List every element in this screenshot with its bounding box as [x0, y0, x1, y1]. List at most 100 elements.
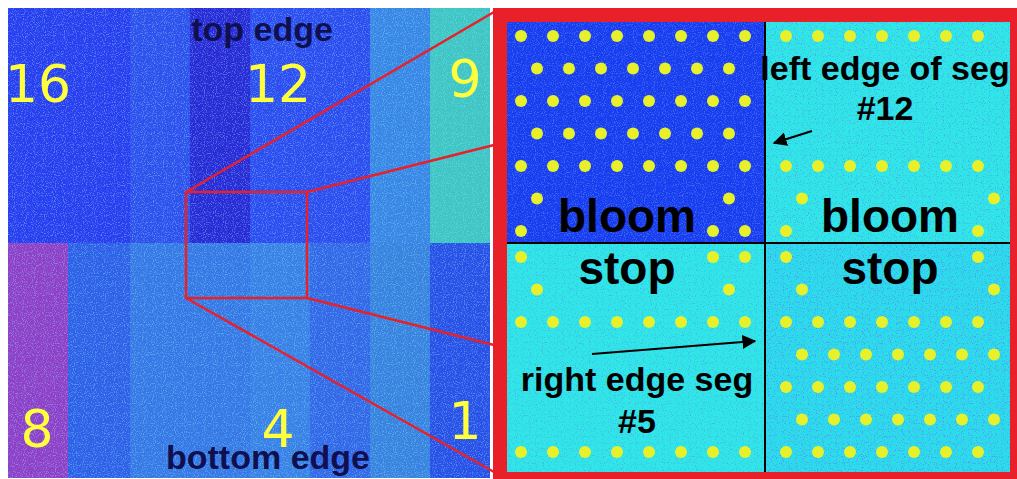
light-spot [675, 160, 687, 172]
light-spot [908, 316, 920, 328]
light-spot [707, 316, 719, 328]
segment-number: 16 [5, 56, 71, 113]
light-spot [547, 316, 559, 328]
light-spot [531, 128, 543, 140]
light-spot [844, 30, 856, 42]
annotation: left edge of seg #12 [760, 48, 1010, 128]
light-spot [707, 225, 719, 237]
zoom-indicator [186, 12, 494, 472]
light-spot [892, 349, 904, 361]
light-spot [515, 225, 527, 237]
light-spot [739, 30, 751, 42]
light-spot [675, 95, 687, 107]
light-spot [611, 30, 623, 42]
segment-number: 8 [20, 401, 53, 458]
light-spot [780, 160, 792, 172]
light-spot [707, 30, 719, 42]
zoom-frame [493, 8, 1017, 479]
light-spot [844, 316, 856, 328]
segment-boundary [764, 22, 766, 472]
light-spot [723, 128, 735, 140]
light-spot [579, 30, 591, 42]
light-spot [972, 316, 984, 328]
light-spot [988, 414, 1000, 426]
light-spot [531, 284, 543, 296]
light-spot [643, 95, 655, 107]
light-spot [940, 30, 952, 42]
pointer-arrow [592, 341, 755, 354]
light-spot [723, 284, 735, 296]
light-spot [515, 251, 527, 263]
light-spot [876, 446, 888, 458]
light-spot [908, 446, 920, 458]
pointer-arrow [774, 131, 812, 143]
light-spot [860, 349, 872, 361]
light-spot [844, 381, 856, 393]
light-spot [908, 381, 920, 393]
segment-number: 1 [448, 393, 481, 450]
light-spot [844, 446, 856, 458]
pixel-noise [8, 8, 490, 478]
light-spot [707, 446, 719, 458]
light-spot [691, 128, 703, 140]
light-spot [707, 95, 719, 107]
light-spot [659, 63, 671, 75]
light-spot [611, 95, 623, 107]
region-label: bloom stop [558, 190, 696, 294]
light-spot [972, 160, 984, 172]
light-spot [988, 284, 1000, 296]
light-spot [972, 225, 984, 237]
light-spot [739, 446, 751, 458]
light-spot [707, 160, 719, 172]
light-spot [675, 30, 687, 42]
detector-image [8, 8, 490, 478]
light-spot [595, 63, 607, 75]
light-spot [972, 381, 984, 393]
light-spot [547, 95, 559, 107]
light-spot [739, 95, 751, 107]
light-spot [739, 251, 751, 263]
light-spot [739, 316, 751, 328]
edge-label: bottom edge [166, 439, 370, 476]
light-spot [780, 251, 792, 263]
light-spot [812, 316, 824, 328]
light-spot [828, 349, 840, 361]
light-spot [563, 128, 575, 140]
light-spot [531, 63, 543, 75]
region-label: bloom stop [821, 190, 959, 294]
zoom-box [186, 192, 307, 298]
light-spot [876, 316, 888, 328]
segment-number: 9 [448, 51, 481, 108]
light-spot [908, 30, 920, 42]
light-spot [611, 160, 623, 172]
light-spot [780, 225, 792, 237]
light-spot [547, 160, 559, 172]
light-spot [547, 446, 559, 458]
zoom-image [507, 22, 1010, 472]
light-spot [796, 193, 808, 205]
light-spot [812, 381, 824, 393]
light-spot [780, 316, 792, 328]
edge-label: top edge [191, 11, 333, 48]
light-spot [579, 95, 591, 107]
light-spot [940, 446, 952, 458]
light-spot [796, 284, 808, 296]
light-spot [595, 128, 607, 140]
light-spot [876, 160, 888, 172]
light-spot [956, 414, 968, 426]
light-spot [515, 30, 527, 42]
light-spot [643, 160, 655, 172]
light-spot [908, 160, 920, 172]
light-spot [579, 316, 591, 328]
light-spot [675, 316, 687, 328]
light-spot [972, 446, 984, 458]
light-spot [796, 414, 808, 426]
light-spot [659, 128, 671, 140]
zoom-line [307, 298, 494, 345]
light-spot [515, 316, 527, 328]
light-spot [988, 349, 1000, 361]
light-spot [691, 63, 703, 75]
light-spot [739, 160, 751, 172]
light-spot [627, 128, 639, 140]
